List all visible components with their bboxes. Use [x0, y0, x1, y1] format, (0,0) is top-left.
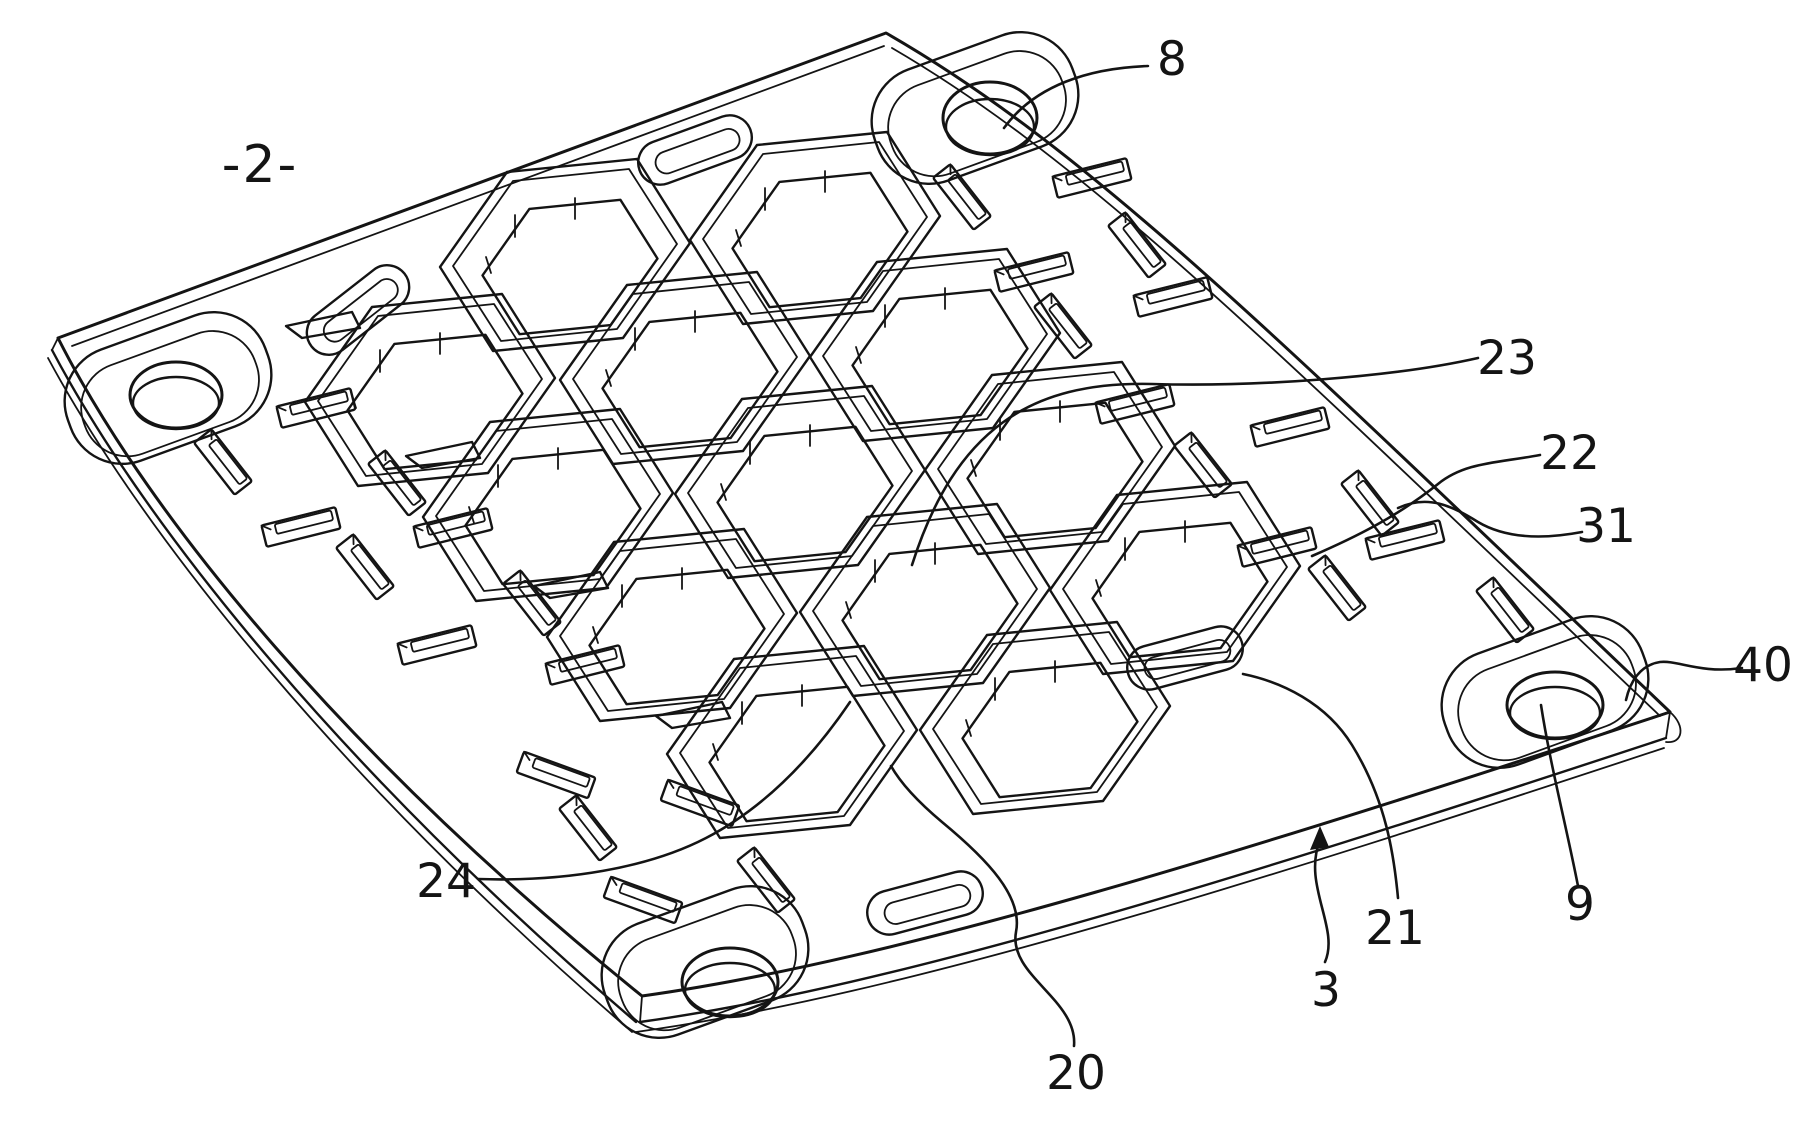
figure-number-label: -2-: [222, 135, 299, 195]
leader-line-20: [889, 764, 1076, 1048]
mounting-hole-left: [128, 360, 224, 430]
hex-cell: [923, 360, 1177, 556]
leader-line-8: [1002, 64, 1150, 130]
mounting-hole-9: [1505, 670, 1605, 740]
leader-line-21: [1241, 672, 1400, 900]
labels: -2- 8 23 22 31 40 9 21 3 20 24: [222, 32, 1793, 1101]
corner-boss-bottom-left: [584, 869, 826, 1055]
hex-cell: [545, 527, 799, 723]
oblong-slot: [630, 107, 760, 193]
leader-line-9: [1539, 703, 1580, 888]
leader-line-23: [910, 356, 1480, 567]
ref-label-8: 8: [1157, 32, 1187, 87]
mounting-hole-8: [941, 80, 1039, 156]
hex-cell: [1048, 480, 1302, 676]
leader-line-40: [1624, 660, 1744, 702]
hex-cell: [665, 644, 919, 840]
corner-boss-left: [47, 295, 289, 481]
hex-cell: [918, 620, 1172, 816]
ref-label-9: 9: [1565, 877, 1595, 932]
oblong-slot: [296, 255, 420, 365]
ref-label-20: 20: [1046, 1046, 1106, 1101]
leader-line-22: [1310, 453, 1542, 558]
corner-boss-right: [1424, 599, 1666, 785]
hex-cell: [421, 407, 675, 603]
arrowhead-3: [1310, 826, 1329, 850]
ref-label-24: 24: [416, 854, 476, 909]
leader-line-3: [1313, 838, 1330, 964]
plate-bottom-edge: [638, 736, 1668, 1024]
ref-label-23: 23: [1477, 331, 1537, 386]
ref-label-40: 40: [1733, 638, 1793, 693]
leader-line-24: [476, 700, 852, 881]
corner-boss-top-right: [854, 15, 1096, 201]
hex-cell: [798, 502, 1052, 698]
ref-label-21: 21: [1365, 901, 1425, 956]
leader-lines: [476, 64, 1744, 1048]
ref-label-3: 3: [1311, 963, 1341, 1018]
ref-label-22: 22: [1540, 426, 1600, 481]
plate-outline: [47, 31, 1682, 1033]
ref-label-31: 31: [1576, 499, 1636, 554]
hex-cell: [673, 384, 927, 580]
leader-line-31: [1396, 500, 1584, 538]
oblong-slot: [861, 865, 989, 941]
